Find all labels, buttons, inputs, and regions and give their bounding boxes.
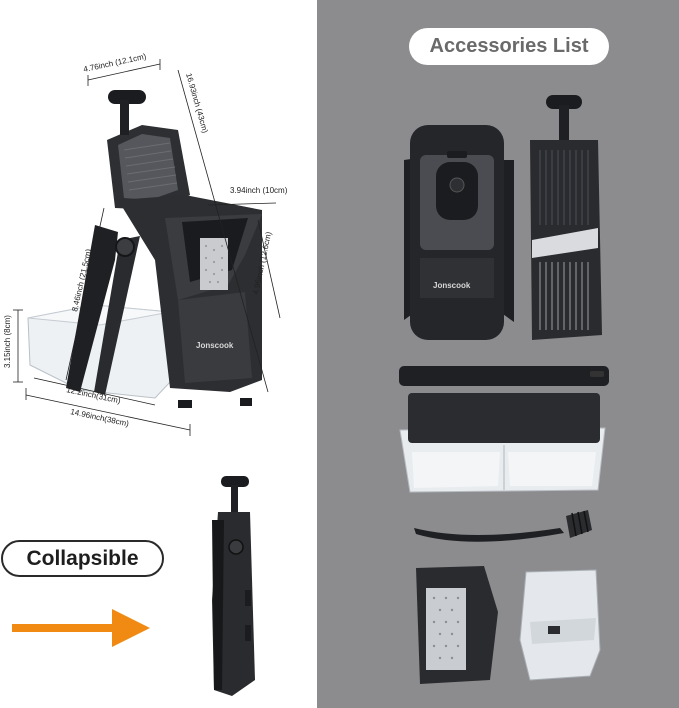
storage-container-accessory-image <box>399 393 606 493</box>
arrow-right-icon <box>12 609 150 647</box>
accessories-panel <box>317 0 679 708</box>
dim-height-total: 16.93inch (43cm) <box>184 72 210 134</box>
blade-plate-accessory-image <box>530 95 602 340</box>
collapsed-slicer-image <box>212 476 255 696</box>
dimension-lines <box>13 59 281 436</box>
brand-label: Jonscook <box>196 341 234 350</box>
dim-width-top: 4.76inch (12.1cm) <box>83 52 148 74</box>
accessory-brand-label: Jonscook <box>433 281 471 290</box>
food-holder-accessory-image <box>519 569 601 681</box>
collapsible-label: Collapsible <box>1 540 164 577</box>
accessories-list-label: Accessories List <box>409 28 609 65</box>
cleaning-brush-accessory-image <box>414 510 592 542</box>
container-lid-accessory-image <box>399 366 609 386</box>
main-body-accessory-image: Jonscook <box>404 125 514 340</box>
dim-box-height: 3.15inch (8cm) <box>3 315 12 368</box>
grater-accessory-image <box>416 566 498 684</box>
mandoline-slicer-image: Jonscook <box>27 90 262 408</box>
dim-base-length: 14.96inch(38cm) <box>70 407 130 428</box>
dim-chute-width: 3.94inch (10cm) <box>230 186 288 195</box>
